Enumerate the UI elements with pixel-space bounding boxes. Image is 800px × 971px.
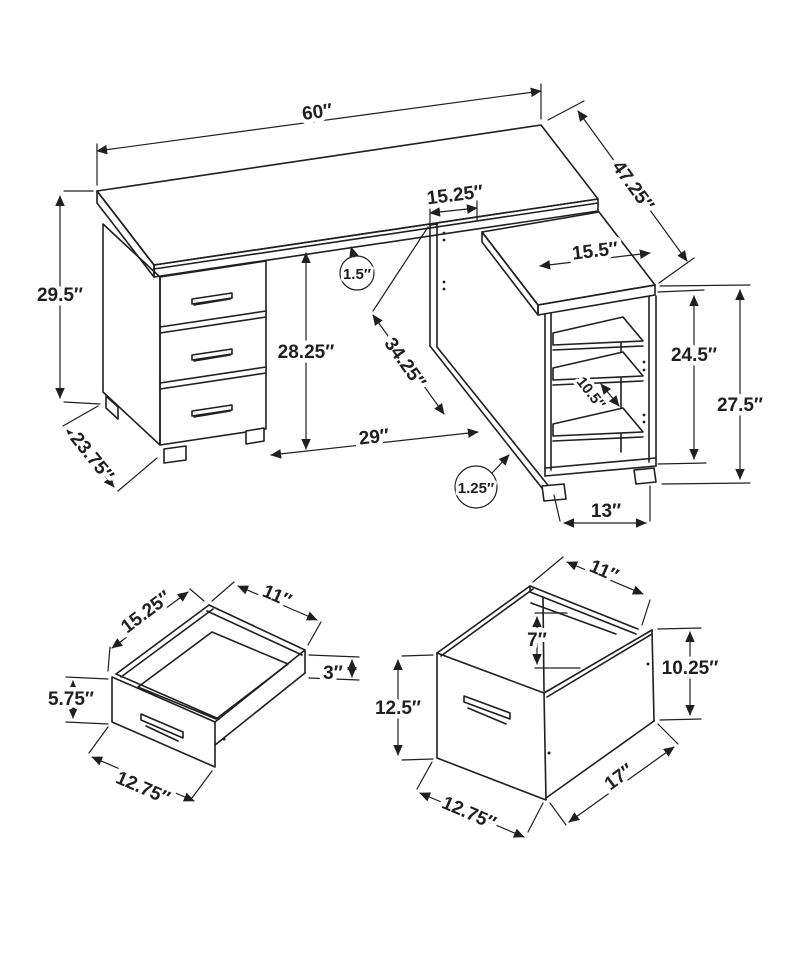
return-top-surface [481,211,656,306]
dim-small-drawer-inner-width: 11″ [259,581,294,612]
desk-top-left-edge [96,190,155,278]
small-drawer-front [111,676,216,768]
cabinet-foot [245,427,265,445]
cabinet-foot [105,395,119,420]
dim-small-drawer-depth: 15.25″ [117,587,175,638]
dim-desk-gap: 15.25″ [426,182,485,210]
desk-dimensions: 60″ 47.25″ 15.25″ 1.5″ 29.5″ 28.25″ 34.2… [32,83,768,528]
dim-hutch-width: 13″ [591,501,621,522]
dim-desk-overall-height: 29.5″ [37,285,83,306]
dim-hutch-opening-height: 24.5″ [671,345,717,366]
dim-file-drawer-opening-height: 7″ [527,630,547,651]
dim-small-drawer-front-width: 12.75″ [113,768,173,810]
dim-shelf-depth: 10.5″ [573,374,609,413]
shelf-lower [552,351,644,381]
small-drawer-interior [137,631,289,720]
file-drawer-handle [463,695,511,720]
dim-file-drawer-back-height: 10.25″ [662,658,719,679]
small-drawer-handle [140,713,184,739]
shelf-upper [552,316,644,346]
shelf-unit-foot [541,483,567,502]
desk-drawing [96,124,657,502]
shelf-base [552,407,644,437]
dim-desk-knee-height: 28.25″ [278,342,335,363]
dim-small-drawer-front-height: 5.75″ [48,689,94,710]
return-top-front-edge [537,284,656,316]
return-top-left-edge [481,231,539,316]
dim-small-drawer-side-height: 3″ [323,663,343,684]
file-drawer-drawing: 11″ 7″ 10.25″ 12.5″ 12.75″ 17″ [370,552,722,839]
cabinet-foot [163,445,187,464]
desk-top-surface [96,124,599,266]
dim-desk-diagonal-clearance: 34.25″ [380,334,430,392]
drawer2-handle [191,348,233,361]
small-drawer-drawing: 15.25″ 11″ 3″ 5.75″ 12.75″ [43,577,360,814]
drawer3-handle [191,404,233,417]
dim-desk-top-length: 60″ [301,100,334,125]
dim-desk-knee-width: 29″ [358,425,390,449]
desk-top-front-edge [153,198,599,278]
dim-file-drawer-depth: 17″ [601,760,638,795]
shelf-unit-foot [633,467,657,485]
dim-return-surface-width: 15.5″ [571,238,619,264]
dim-file-drawer-front-width: 12.75″ [439,793,499,835]
drawer1-handle [191,292,233,305]
dim-desk-return-depth: 47.25″ [607,157,657,215]
dim-file-drawer-front-height: 12.5″ [375,698,421,719]
dim-return-overall-height: 27.5″ [717,395,763,416]
dim-desk-top-thickness: 1.5″ [343,266,371,283]
dim-desk-panel-thickness: 1.25″ [458,480,494,497]
file-drawer-front [436,652,547,801]
dim-desk-depth: 23.75″ [66,429,118,486]
